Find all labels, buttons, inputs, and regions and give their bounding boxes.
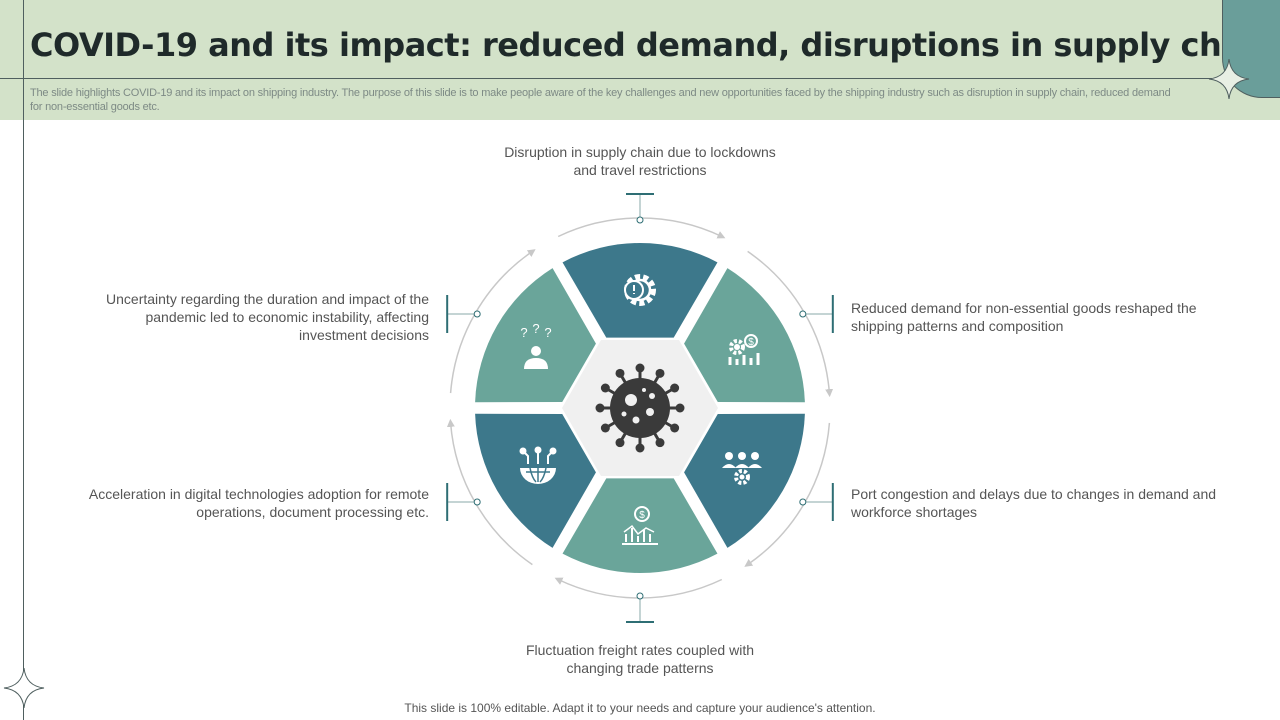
question-person-icon: ? ? ? [520,321,552,369]
connector-dot [473,310,481,318]
connector-dot [636,216,644,224]
segment-upper-right [684,268,805,403]
hexagon-segments [475,243,805,574]
gear-clock-icon [624,274,656,306]
sparkle-icon [3,667,45,709]
slide-footer: This slide is 100% editable. Adapt it to… [404,701,876,715]
connector-dot [799,310,807,318]
dollar-growth-chart-icon: $ [622,506,658,545]
virus-icon [595,363,685,453]
sparkle-icon [1208,58,1250,100]
slide-subtitle: The slide highlights COVID-19 and its im… [30,87,1171,113]
header-divider [0,78,1222,79]
label-connectors [446,193,834,623]
label-bottom: Fluctuation freight rates coupled with c… [525,642,754,676]
team-gear-icon [722,452,762,485]
digital-globe-icon [519,446,557,484]
label-upper-left: Uncertainty regarding the duration and i… [106,291,429,343]
label-lower-right: Port congestion and delays due to change… [851,486,1217,520]
gear-dollar-chart-icon: $ [728,334,760,365]
label-upper-right: Reduced demand for non-essential goods r… [851,300,1197,334]
slide-title: COVID-19 and its impact: reduced demand,… [30,26,1276,64]
svg-text:?: ? [520,325,527,340]
segment-upper-left [475,268,596,403]
left-vertical-rule [23,0,24,720]
svg-text:?: ? [532,321,539,336]
connector-dot [473,498,481,506]
label-top: Disruption in supply chain due to lockdo… [504,144,776,178]
svg-text:$: $ [748,337,754,348]
svg-text:$: $ [639,510,645,521]
svg-text:?: ? [544,325,551,340]
header-band [0,0,1280,120]
label-lower-left: Acceleration in digital technologies ado… [88,486,429,520]
segment-bottom [562,478,718,574]
connector-dot [799,498,807,506]
connector-dot [636,592,644,600]
